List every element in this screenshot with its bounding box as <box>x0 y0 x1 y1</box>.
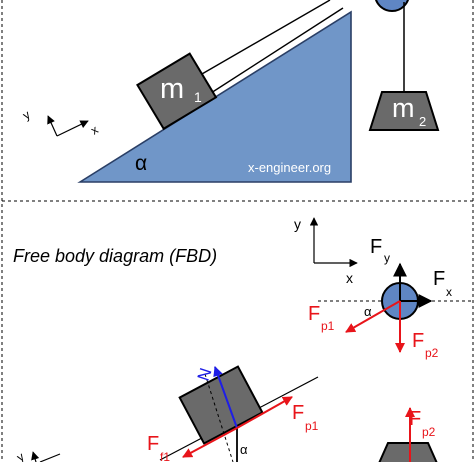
fbd-axis-y-label: y <box>294 216 301 232</box>
mass-2-fp2-subscript: p2 <box>422 425 436 439</box>
pulley-top <box>375 0 409 12</box>
tilted-axes-bottom <box>31 451 61 463</box>
fbd-title: Free body diagram (FBD) <box>13 246 217 266</box>
top-axis-x-label: x <box>88 122 101 137</box>
force-fy-label: F <box>370 236 382 258</box>
mass-2-fp2-label: F <box>409 408 421 430</box>
fbd-axes <box>309 217 358 268</box>
block-angle-label: α <box>240 442 248 457</box>
block-force-fp1-arrow <box>236 396 293 429</box>
top-panel: m 1 m 2 α x-engineer.org x y <box>20 0 440 183</box>
pulley-fbd <box>318 262 473 353</box>
pulley-fp1-label: F <box>308 303 320 325</box>
normal-force-arrow <box>213 366 238 429</box>
top-axis-y-label: y <box>20 107 33 122</box>
block-fbd <box>159 365 319 463</box>
friction-subscript: f1 <box>160 450 170 462</box>
mass-1-subscript: 1 <box>194 89 202 105</box>
mass-1-label: m <box>160 73 184 105</box>
fbd-panel: Free body diagram (FBD) y x F y F x F p1… <box>13 216 473 467</box>
rope-upper <box>194 0 331 79</box>
block-fp1-subscript: p1 <box>305 419 319 433</box>
rope-lower <box>210 7 344 94</box>
force-fx-subscript: x <box>446 285 452 299</box>
mass-2-block <box>368 91 440 131</box>
friction-label: F <box>147 433 159 455</box>
fbd-mass-1-block <box>178 365 264 445</box>
pulley-angle-label: α <box>364 304 372 319</box>
force-fy-subscript: y <box>384 251 390 265</box>
pulley-fp2-subscript: p2 <box>425 346 439 360</box>
block-fp1-label: F <box>292 402 304 424</box>
fbd-mass-2-block <box>376 442 440 467</box>
watermark: x-engineer.org <box>248 160 331 175</box>
pulley-force-fp1-arrow <box>345 300 401 333</box>
mass-2-label: m <box>392 93 415 123</box>
bottom-axis-y-label: y <box>14 449 27 462</box>
pulley-fp1-subscript: p1 <box>321 319 335 333</box>
normal-force-label: N <box>194 366 216 384</box>
mass-2-subscript: 2 <box>419 114 426 129</box>
friction-force-arrow <box>182 427 238 458</box>
fbd-axis-x-label: x <box>346 270 353 286</box>
mass-1-block <box>136 52 218 131</box>
force-fx-label: F <box>433 268 445 290</box>
pulley-fp2-label: F <box>412 330 424 352</box>
incline-angle-label: α <box>135 152 147 175</box>
mass-2-fbd <box>376 407 440 467</box>
tilted-axes-top <box>47 115 89 137</box>
